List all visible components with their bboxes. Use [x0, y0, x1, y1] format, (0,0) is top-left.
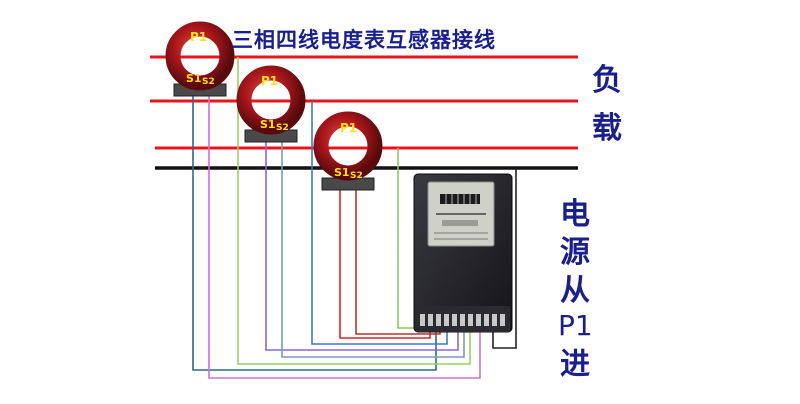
- diagram-title: 三相四线电度表互感器接线: [232, 28, 496, 52]
- wire-ct1-s1: [192, 95, 437, 371]
- current-transformer-2: P1 S1 S2: [236, 65, 306, 143]
- current-transformer-1: P1 S1 S2: [165, 21, 235, 97]
- ct-label-s1: S1: [186, 72, 202, 85]
- wire-ct1-s2: [208, 95, 481, 379]
- source-label-char-5: 进: [560, 347, 590, 382]
- wire-ct2-s2: [281, 140, 465, 358]
- ct-label-p1: P1: [190, 30, 207, 44]
- load-label-char-2: 载: [592, 111, 622, 146]
- source-label-char-1: 电: [560, 197, 590, 232]
- wire-phase-c-tap: [397, 148, 420, 329]
- ct-ring: [165, 21, 235, 91]
- ct-label-s2: S2: [202, 77, 215, 87]
- wire-ct3-s2: [355, 190, 441, 335]
- current-transformer-3: P1 S1 S2: [313, 111, 383, 191]
- load-label-char-1: 负: [592, 63, 622, 98]
- wire-phase-a-tap: [237, 57, 471, 365]
- wire-neutral: [492, 168, 517, 349]
- wire-phase-b-tap: [311, 101, 448, 345]
- meter-counter: [440, 194, 480, 204]
- ct-ring: [236, 65, 306, 135]
- secondary-wires: [192, 57, 517, 379]
- ct-ring: [313, 111, 383, 181]
- source-label-char-4: P1: [558, 309, 593, 342]
- ct-label-s2: S2: [350, 171, 363, 181]
- ct-label-s2: S2: [276, 123, 289, 133]
- source-label-char-3: 从: [560, 273, 590, 308]
- energy-meter: [413, 173, 513, 333]
- ct-label-p1: P1: [340, 121, 357, 135]
- ct-label-p1: P1: [261, 74, 278, 88]
- source-label-char-2: 源: [560, 235, 590, 270]
- ct-label-s1: S1: [260, 118, 276, 131]
- wire-ct2-s1: [265, 140, 459, 351]
- ct-label-s1: S1: [334, 166, 350, 179]
- wire-ct3-s1: [339, 190, 431, 339]
